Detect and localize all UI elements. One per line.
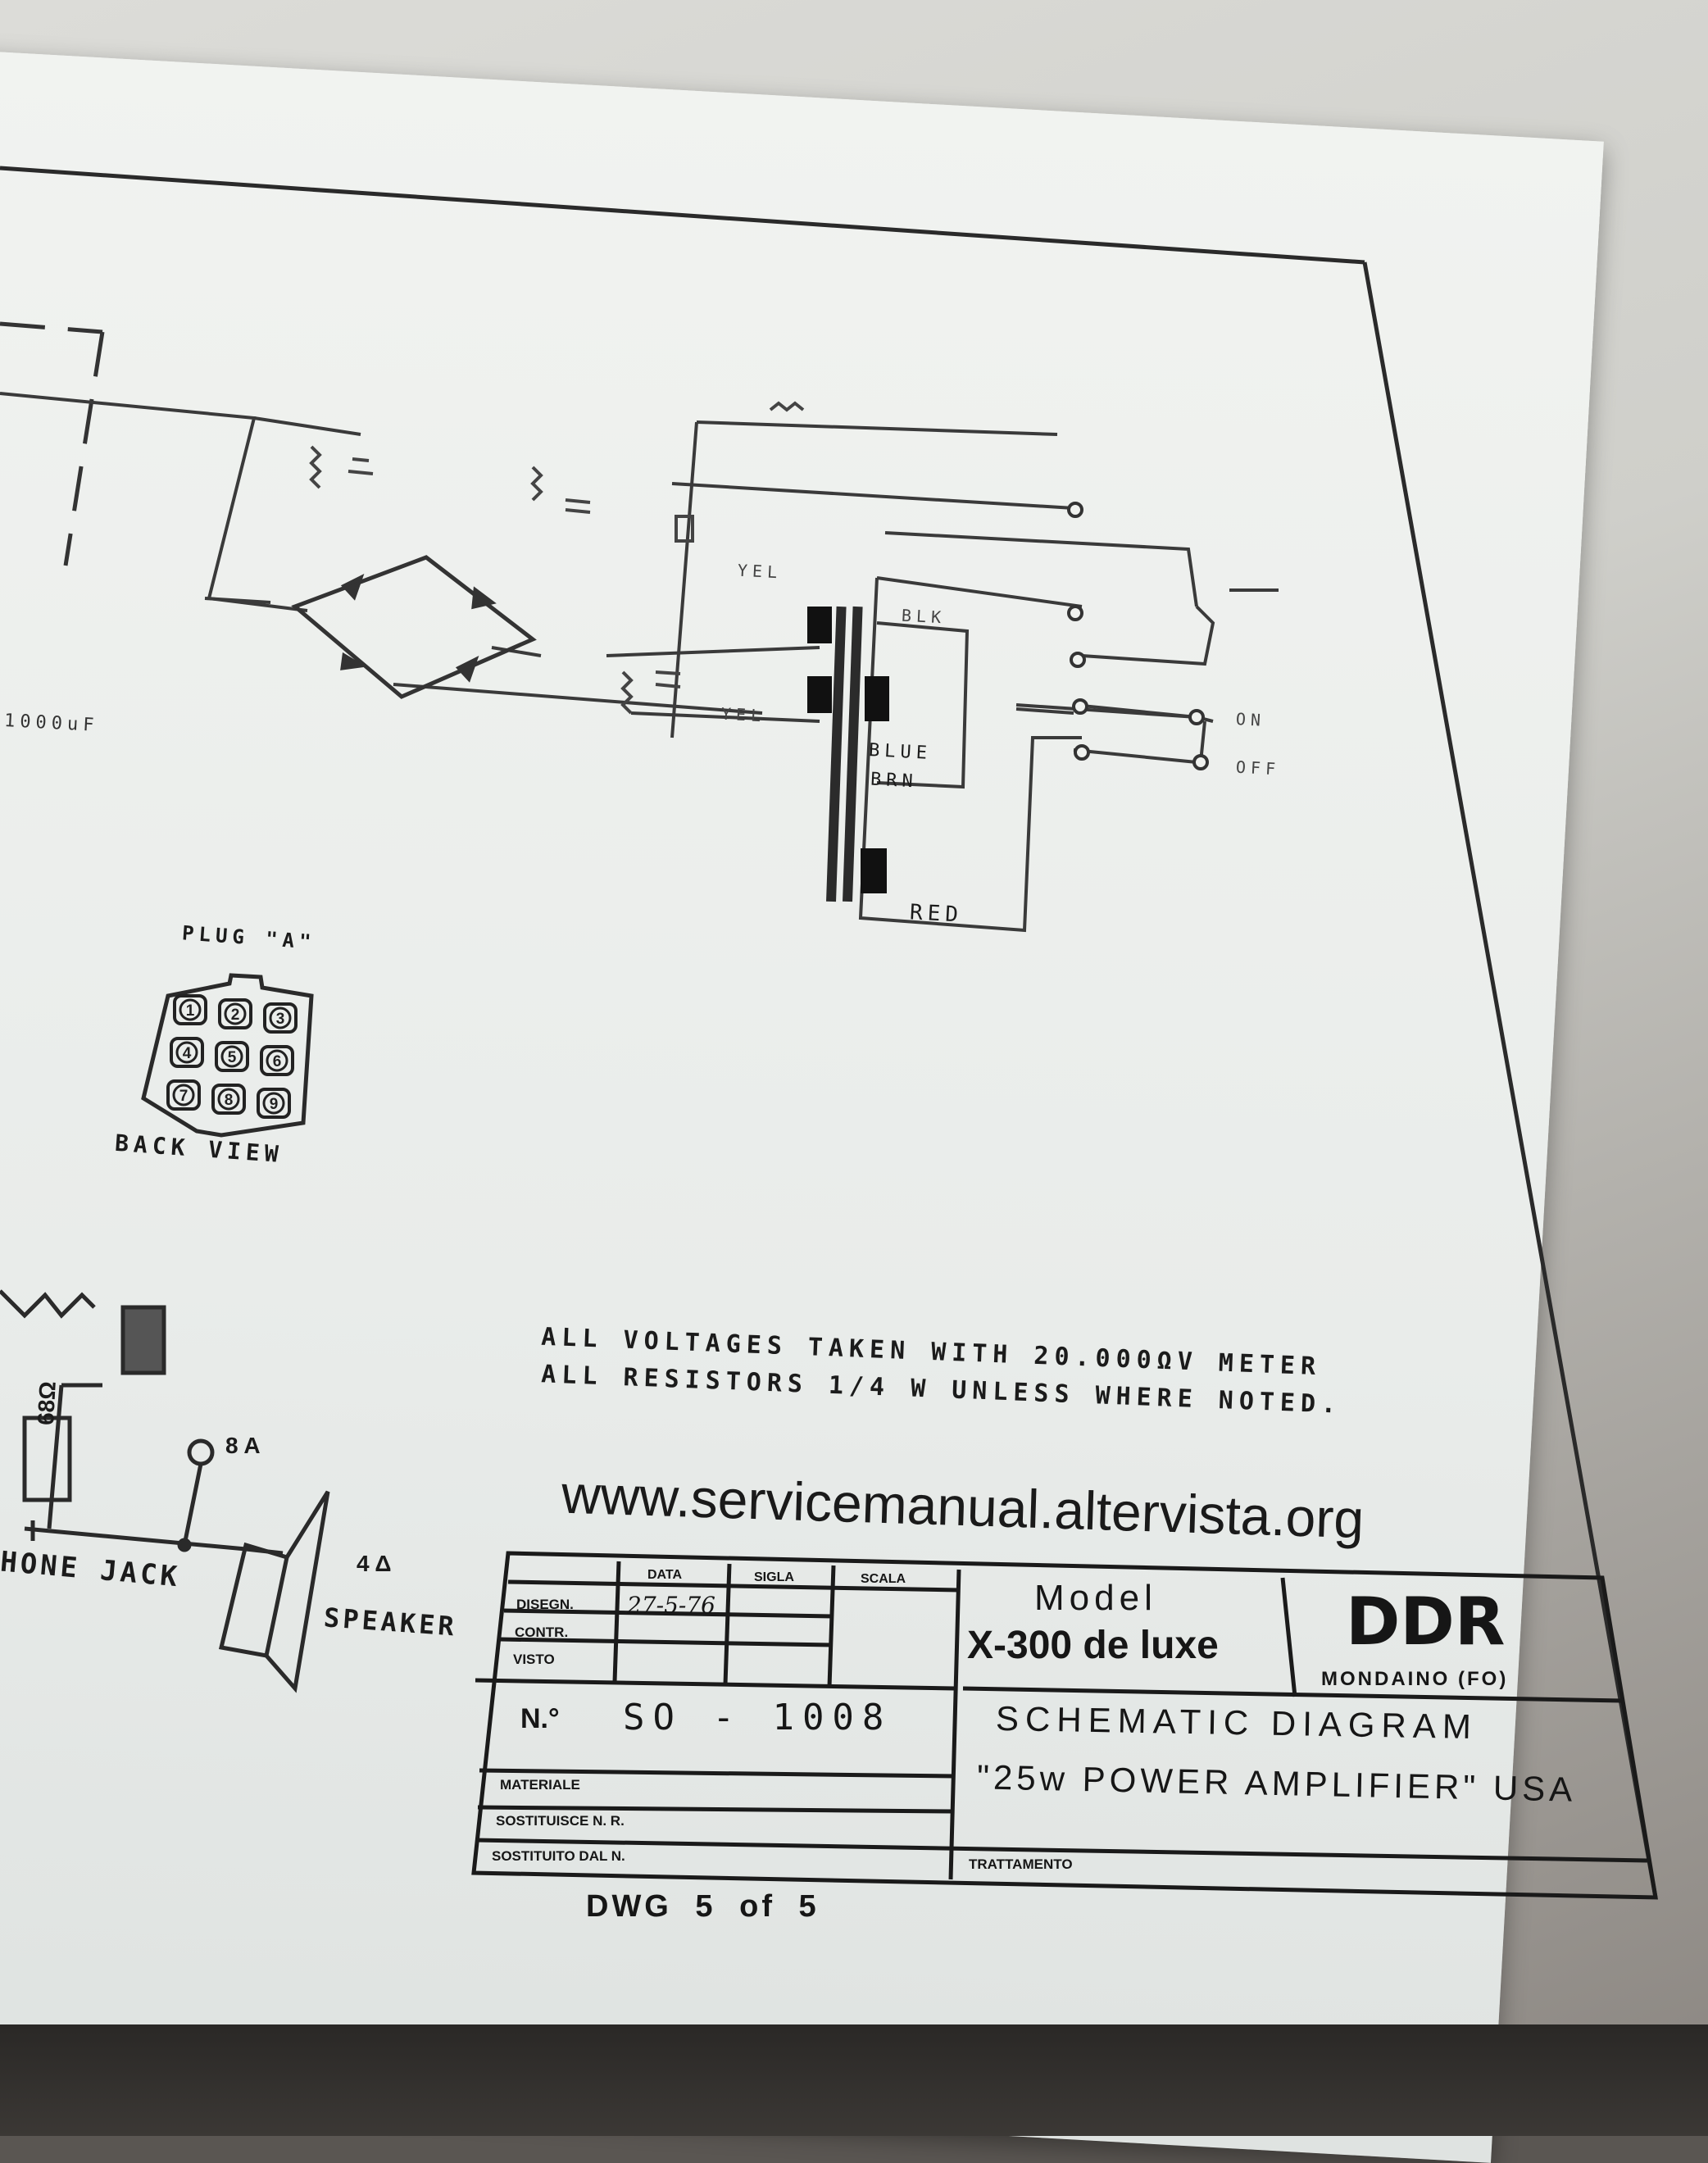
sostituito-label: SOSTITUITO DAL N. bbox=[492, 1848, 625, 1864]
row-label-contr: CONTR. bbox=[515, 1625, 569, 1640]
drawing-count: DWG 5 of 5 bbox=[586, 1889, 820, 1924]
drawn-date: 27-5-76 bbox=[627, 1592, 715, 1619]
title-block-grid bbox=[471, 1551, 1658, 1900]
tap-label-8: 8 A bbox=[225, 1433, 261, 1458]
plug-pin-number: 7 bbox=[179, 1088, 189, 1105]
wire-label-brn: BRN bbox=[870, 769, 919, 793]
plug-pin-box bbox=[173, 994, 207, 1025]
col-header-data: DATA bbox=[647, 1568, 683, 1582]
wire-label-red: RED bbox=[909, 900, 964, 928]
plug-pin-number: 1 bbox=[186, 1002, 195, 1020]
plug-pin-circle bbox=[220, 1045, 243, 1068]
model-label: Model bbox=[1034, 1578, 1157, 1618]
plug-pin-number: 6 bbox=[273, 1053, 282, 1070]
col-header-sigla: SIGLA bbox=[754, 1570, 794, 1584]
plug-pin-box bbox=[166, 1079, 201, 1111]
plug-pins: 1 2 3 4 5 6 7 8 9 bbox=[166, 994, 298, 1119]
switch-label-off: OFF bbox=[1235, 757, 1281, 779]
plug-pin-circle bbox=[217, 1088, 240, 1111]
plug-pin-number: 9 bbox=[270, 1096, 279, 1113]
plug-pin-circle bbox=[179, 998, 202, 1021]
plug-pin-circle bbox=[262, 1092, 285, 1115]
wire-label-blk: BLK bbox=[901, 605, 947, 628]
wire-label-yel-bottom: YEL bbox=[720, 703, 766, 726]
plug-pin-circle bbox=[224, 1002, 247, 1025]
plug-pin-circle bbox=[266, 1049, 288, 1072]
row-label-visto: VISTO bbox=[513, 1652, 555, 1667]
switch-label-on: ON bbox=[1235, 709, 1266, 730]
plug-pin-circle bbox=[269, 1007, 292, 1029]
plug-pin-box bbox=[211, 1084, 246, 1115]
model-name: X-300 de luxe bbox=[967, 1624, 1219, 1667]
plug-pin-box bbox=[260, 1045, 294, 1076]
wire-label-blue: BLUE bbox=[868, 740, 933, 764]
tap-label-4: 4 Δ bbox=[357, 1551, 392, 1576]
power-transformer bbox=[807, 606, 889, 902]
plug-a-connector bbox=[141, 973, 314, 1138]
materiale-label: MATERIALE bbox=[500, 1777, 580, 1793]
brand-location: MONDAINO (FO) bbox=[1321, 1668, 1509, 1690]
row-label-disegn: DISEGN. bbox=[516, 1597, 574, 1612]
plug-pin-box bbox=[218, 998, 252, 1029]
col-header-scala: SCALA bbox=[861, 1572, 906, 1586]
resistor-label: 68Ω bbox=[33, 1380, 61, 1426]
switch-contacts bbox=[1067, 502, 1209, 770]
plug-pin-box bbox=[170, 1037, 204, 1068]
drawing-border bbox=[0, 166, 1658, 1898]
plug-pin-box bbox=[215, 1041, 249, 1072]
trattamento-label: TRATTAMENTO bbox=[969, 1856, 1073, 1872]
dashed-enclosure bbox=[0, 321, 105, 566]
components bbox=[309, 401, 805, 715]
plug-pin-number: 4 bbox=[183, 1045, 192, 1062]
brand-logo: DDR bbox=[1346, 1584, 1506, 1660]
output-stage bbox=[0, 1289, 330, 1693]
plug-pin-number: 3 bbox=[276, 1011, 285, 1028]
bridge-rectifier bbox=[291, 555, 537, 699]
sostituisce-label: SOSTITUISCE N. R. bbox=[496, 1813, 625, 1829]
title-line-1: SCHEMATIC DIAGRAM bbox=[995, 1698, 1479, 1747]
drawing-number: SO - 1008 bbox=[623, 1697, 893, 1738]
plug-pin-number: 5 bbox=[228, 1049, 237, 1066]
wire-label-yel-top: YEL bbox=[737, 560, 783, 583]
plug-pin-number: 8 bbox=[225, 1092, 234, 1109]
power-supply-wiring bbox=[0, 392, 1279, 933]
plug-pin-box bbox=[263, 1002, 298, 1034]
plug-pin-circle bbox=[172, 1084, 195, 1106]
bottom-shadow bbox=[0, 2024, 1708, 2136]
plug-pin-number: 2 bbox=[231, 1007, 240, 1024]
number-label: N.° bbox=[520, 1703, 560, 1734]
plug-pin-circle bbox=[175, 1041, 198, 1064]
plug-pin-box bbox=[257, 1088, 291, 1119]
